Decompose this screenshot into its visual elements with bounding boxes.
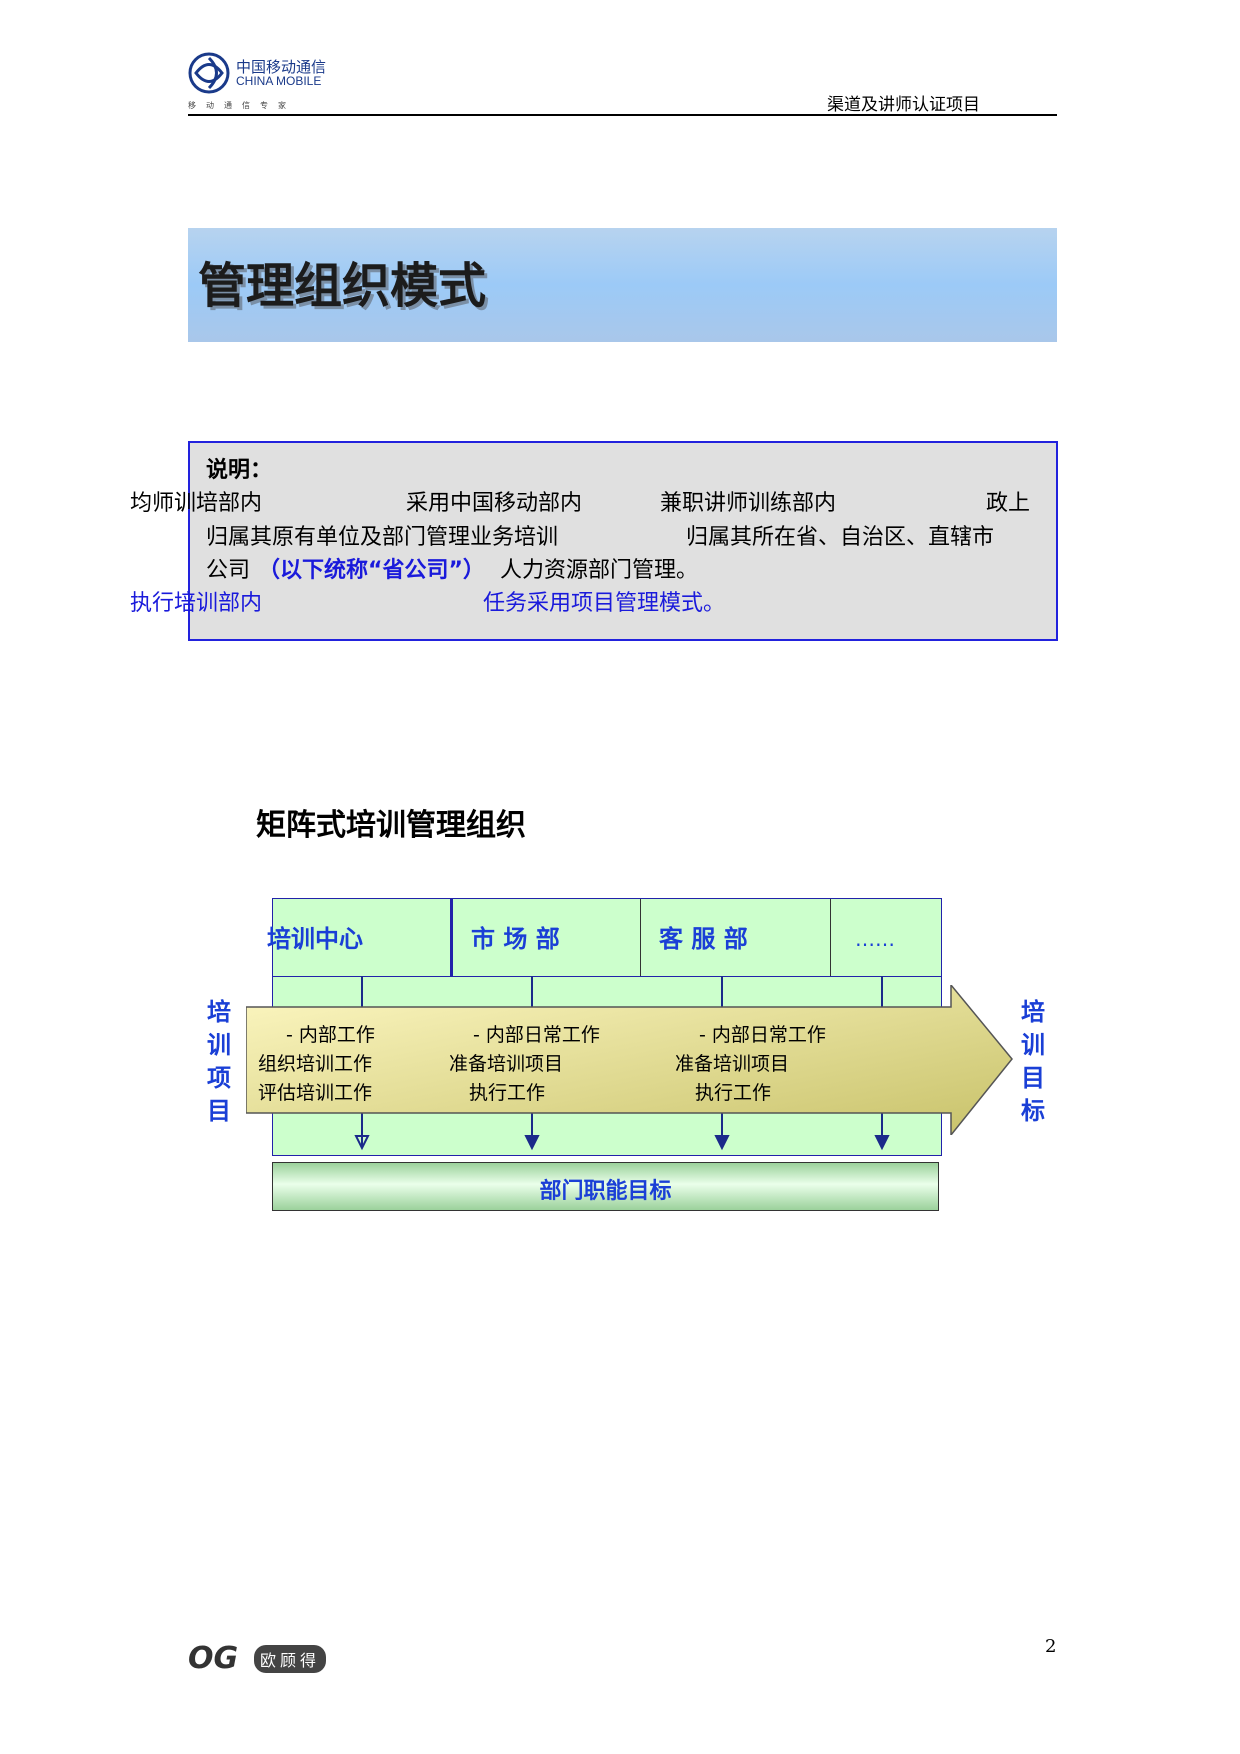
department-label: 客 服 部 bbox=[659, 925, 748, 953]
note-line2-b: 归属其所在省、自治区、直辖市 bbox=[686, 525, 995, 550]
note-line1-d: 政上 bbox=[986, 491, 1031, 516]
department-goal-bar: 部门职能目标 bbox=[272, 1162, 939, 1211]
logo-tagline: 移动通信专家 bbox=[188, 101, 296, 110]
training-center-tasks: - 内部工作 组织培训工作 评估培训工作 bbox=[258, 1021, 375, 1108]
header-divider bbox=[188, 114, 1057, 116]
label-char: 训 bbox=[1021, 1031, 1045, 1059]
task-line: 执行工作 bbox=[469, 1082, 546, 1104]
label-char: 项 bbox=[207, 1064, 231, 1092]
department-label: 市 场 部 bbox=[471, 925, 560, 953]
label-char: 训 bbox=[207, 1031, 231, 1059]
department-cell-service: 客 服 部 bbox=[641, 899, 831, 977]
task-line: 执行工作 bbox=[695, 1082, 772, 1104]
department-label: 培训中心 bbox=[267, 925, 363, 953]
title-band: 管理组织模式 bbox=[188, 228, 1057, 342]
note-line1-b: 采用中国移动部内 bbox=[406, 491, 583, 516]
marketing-tasks: - 内部日常工作 准备培训项目 执行工作 bbox=[449, 1021, 600, 1108]
section-heading: 矩阵式培训管理组织 bbox=[256, 808, 526, 843]
project-arrow-icon bbox=[246, 985, 1013, 1135]
logo-chinese-text: 中国移动通信 bbox=[236, 58, 327, 76]
note-line2-a: 归属其原有单位及部门管理业务培训 bbox=[206, 525, 559, 550]
page-number: 2 bbox=[1045, 1636, 1057, 1657]
note-line3-b: （以下统称“省公司”） bbox=[258, 558, 485, 583]
department-row: 培训中心 市 场 部 客 服 部 …… bbox=[267, 898, 942, 978]
note-heading: 说明： bbox=[206, 458, 273, 483]
label-char: 目 bbox=[1021, 1064, 1045, 1092]
note-line3-c: 人力资源部门管理。 bbox=[500, 558, 699, 583]
department-cell-training: 培训中心 bbox=[267, 899, 453, 977]
task-line: 准备培训项目 bbox=[675, 1053, 790, 1075]
service-tasks: - 内部日常工作 准备培训项目 执行工作 bbox=[675, 1021, 826, 1108]
logo-english-text: CHINA MOBILE bbox=[236, 74, 322, 88]
task-line: 准备培训项目 bbox=[449, 1053, 564, 1075]
department-goal-label: 部门职能目标 bbox=[539, 1179, 672, 1204]
footer-logo: OG bbox=[188, 1641, 239, 1676]
company-logo: 中国移动通信 CHINA MOBILE 移动通信专家 bbox=[188, 52, 338, 114]
training-goal-label: 培 训 目 标 bbox=[1018, 996, 1048, 1128]
label-char: 目 bbox=[207, 1097, 231, 1125]
department-cell-marketing: 市 场 部 bbox=[453, 899, 641, 977]
note-line1-c: 兼职讲师训练部内 bbox=[660, 491, 837, 516]
note-box bbox=[188, 441, 1058, 641]
task-line: - 内部工作 bbox=[286, 1024, 375, 1046]
training-project-label: 培 训 项 目 bbox=[204, 996, 234, 1128]
note-line1-a: 均师训培部内 bbox=[130, 491, 263, 516]
note-line4-a: 执行培训部内 bbox=[130, 591, 263, 616]
task-line: - 内部日常工作 bbox=[473, 1024, 600, 1046]
document-header-title: 渠道及讲师认证项目 bbox=[827, 95, 980, 115]
label-char: 培 bbox=[207, 998, 231, 1026]
note-line3-a: 公司 bbox=[206, 558, 251, 583]
task-line: 组织培训工作 bbox=[258, 1053, 373, 1075]
page-title: 管理组织模式 bbox=[198, 258, 487, 314]
footer-logo-chinese: 欧顾得 bbox=[254, 1645, 327, 1673]
note-line4-b: 任务采用项目管理模式。 bbox=[483, 591, 726, 616]
label-char: 培 bbox=[1021, 998, 1045, 1026]
china-mobile-logo-icon bbox=[188, 52, 230, 94]
task-line: - 内部日常工作 bbox=[699, 1024, 826, 1046]
label-char: 标 bbox=[1021, 1097, 1045, 1125]
department-label: …… bbox=[855, 927, 895, 951]
task-line: 评估培训工作 bbox=[258, 1082, 373, 1104]
department-cell-more: …… bbox=[831, 899, 941, 977]
